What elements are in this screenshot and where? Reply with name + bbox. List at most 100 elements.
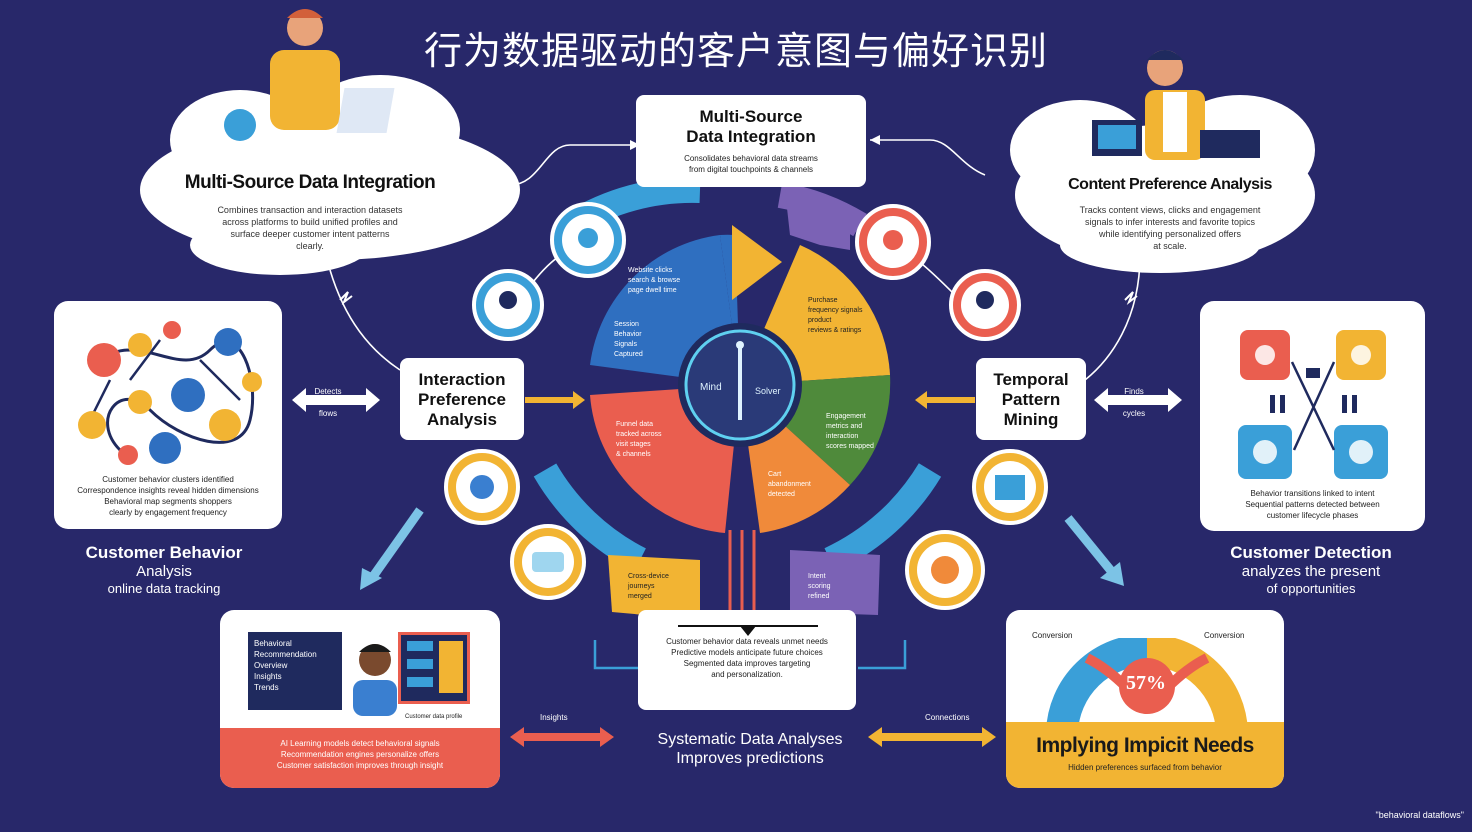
connector-cloud-right-down: [1084, 254, 1141, 381]
seg-blue-label-line3: page dwell time: [628, 287, 677, 294]
arrow-diag-right: [1064, 515, 1116, 575]
left-box-line3: Analysis: [427, 410, 497, 429]
left-box-line1: Interaction: [418, 370, 506, 389]
top-box-text-line2: from digital touchpoints & channels: [688, 165, 814, 174]
left-arrow-label-line2: clicks &: [314, 398, 342, 407]
cloud-left-content: Multi-Source Data Integration Combines t…: [150, 172, 470, 252]
dark-info-line1: Behavioral: [254, 639, 292, 648]
arrow-bottom-left: [510, 727, 614, 747]
cloud-left-text-line1: Combines transaction and interaction dat…: [217, 205, 403, 215]
tab-yellow-label-line2: journeys: [628, 583, 655, 590]
seg-yellow-label: Purchase frequency signals product revie…: [808, 296, 888, 336]
bottom-center-text-line1: Customer behavior data reveals unmet nee…: [666, 637, 828, 646]
tab-yellow-label: Cross-device journeys merged: [628, 572, 698, 602]
tab-purple-label: Intent scoring refined: [808, 572, 878, 602]
seg-orange-label: Cart abandonment detected: [768, 470, 838, 500]
left-section-title-line1: Customer Behavior: [85, 543, 243, 562]
left-arrow-label-line3: flows: [318, 409, 338, 418]
ring-arrow-yellow: [732, 225, 782, 300]
left-section-title-line2: Analysis: [136, 563, 192, 580]
seg-red-label-line2: tracked across: [616, 431, 662, 438]
seg-blue2-label-line4: Captured: [614, 351, 643, 358]
connector-cloud-left-to-top: [509, 144, 630, 186]
bottom-center-text-line4: and personalization.: [711, 670, 783, 679]
seg-blue-label: Website clicks search & browse page dwel…: [628, 266, 708, 296]
card-footer-line1: AI Learning models detect behavioral sig…: [280, 739, 440, 748]
cloud-right-text-line2: signals to infer interests and favorite …: [1084, 217, 1256, 227]
seg-red-label-line1: Funnel data: [616, 421, 653, 428]
arrow-diag-left: [368, 507, 424, 581]
right-section-sub: of opportunities: [1266, 581, 1356, 596]
right-panel-tiles-graphic: [1238, 330, 1388, 479]
bottom-right-arrow-label: Connections: [925, 713, 970, 722]
ring-arc-blue-left: [533, 463, 647, 572]
right-panel-text-line2: Sequential patterns detected between: [1245, 500, 1380, 509]
left-arrow-label-line1: Detects: [314, 387, 342, 396]
top-integration-box: Multi-Source Data Integration Consolidat…: [636, 95, 866, 187]
seg-green-label-line2: metrics and: [826, 423, 863, 430]
gauge-value: 57%: [1126, 672, 1166, 694]
arrow-to-left-box: [525, 391, 585, 409]
seg-yellow-label-line2: frequency signals: [808, 307, 863, 314]
cloud-right-content: Content Preference Analysis Tracks conte…: [1035, 176, 1305, 252]
left-panel-text-line4: clearly by engagement frequency: [109, 508, 227, 517]
zigzag-left: [339, 291, 353, 305]
hub-right-label: Solver: [755, 386, 781, 396]
right-section-title-line1: Customer Detection: [1230, 543, 1392, 562]
arrow-right-double: [1094, 388, 1182, 412]
bottom-center-text-line3: Segmented data improves targeting: [683, 659, 811, 668]
left-box-line2: Preference: [418, 390, 506, 409]
left-panel-text-line1: Customer behavior clusters identified: [102, 475, 234, 484]
interaction-preference-box: Interaction Preference Analysis: [400, 358, 524, 440]
arrowhead-top-right: [870, 135, 880, 145]
cloud-left-title: Multi-Source Data Integration: [184, 172, 436, 193]
dark-info-line4: Insights: [254, 672, 282, 681]
dark-info-block: Behavioral Recommendation Overview Insig…: [248, 632, 342, 710]
dark-info-line3: Overview: [254, 661, 288, 670]
bottom-left-card: Behavioral Recommendation Overview Insig…: [220, 610, 500, 788]
left-panel-network-graphic: [78, 321, 262, 465]
seg-blue-label-line2: search & browse: [628, 277, 681, 284]
tab-purple-label-line1: Intent: [808, 573, 826, 580]
hub-left-label: Mind: [700, 382, 722, 393]
right-arrow-label: Finds trends cycles: [1112, 386, 1156, 419]
seg-green-label-line1: Engagement: [826, 413, 866, 420]
bottom-center-rule: [678, 625, 818, 627]
page-title: 行为数据驱动的客户意图与偏好识别: [423, 29, 1048, 73]
arrow-bottom-right: [868, 727, 996, 747]
bottom-center-triangle-icon: [740, 626, 756, 636]
card-caption: Customer data profile: [405, 714, 463, 720]
right-box-line2: Pattern: [1001, 390, 1061, 409]
side-arrows: [292, 388, 1182, 747]
tab-yellow-label-line3: merged: [628, 593, 652, 600]
cloud-left-text-line2: across platforms to build unified profil…: [222, 217, 398, 227]
bracket-lines: [593, 640, 907, 670]
right-arrow-label-line2: trends: [1122, 398, 1146, 407]
right-arrow-label-line3: cycles: [1122, 409, 1146, 418]
cloud-left-text-line3: surface deeper customer intent patterns: [230, 229, 390, 239]
connector-top-to-cloud-right: [870, 139, 986, 176]
person-top-left-illustration: [224, 9, 395, 141]
arrow-left-double: [292, 388, 380, 412]
seg-blue2-label-line1: Session: [614, 321, 639, 328]
left-section-sub: online data tracking: [107, 581, 221, 596]
person-avatar-illustration: [353, 644, 397, 716]
bottom-center-heading-line1: Systematic Data Analyses: [657, 731, 843, 748]
seg-orange-label-line1: Cart: [768, 471, 782, 478]
left-arrow-label: Detects clicks & flows: [306, 386, 350, 419]
bottom-center-text-line2: Predictive models anticipate future choi…: [671, 648, 823, 657]
tab-yellow: [608, 555, 700, 620]
cloud-right-text-line3: while identifying personalized offers: [1099, 229, 1241, 239]
top-box-title-line1: Multi-Source: [699, 107, 803, 126]
left-section-heading: Customer Behavior Analysis online data t…: [64, 543, 264, 596]
implicit-needs-title: Implying Impicit Needs: [1036, 734, 1254, 757]
cloud-right-text-line1: Tracks content views, clicks and engagem…: [1079, 205, 1261, 215]
right-section-heading: Customer Detection analyzes the present …: [1205, 543, 1417, 596]
right-box-line1: Temporal: [993, 370, 1069, 389]
bottom-center-box: Customer behavior data reveals unmet nee…: [638, 610, 856, 710]
connector-cloud-left-down: [329, 269, 401, 371]
top-box-title-line2: Data Integration: [686, 127, 816, 146]
wheel: [590, 234, 891, 533]
bottom-connectors: [728, 530, 756, 615]
